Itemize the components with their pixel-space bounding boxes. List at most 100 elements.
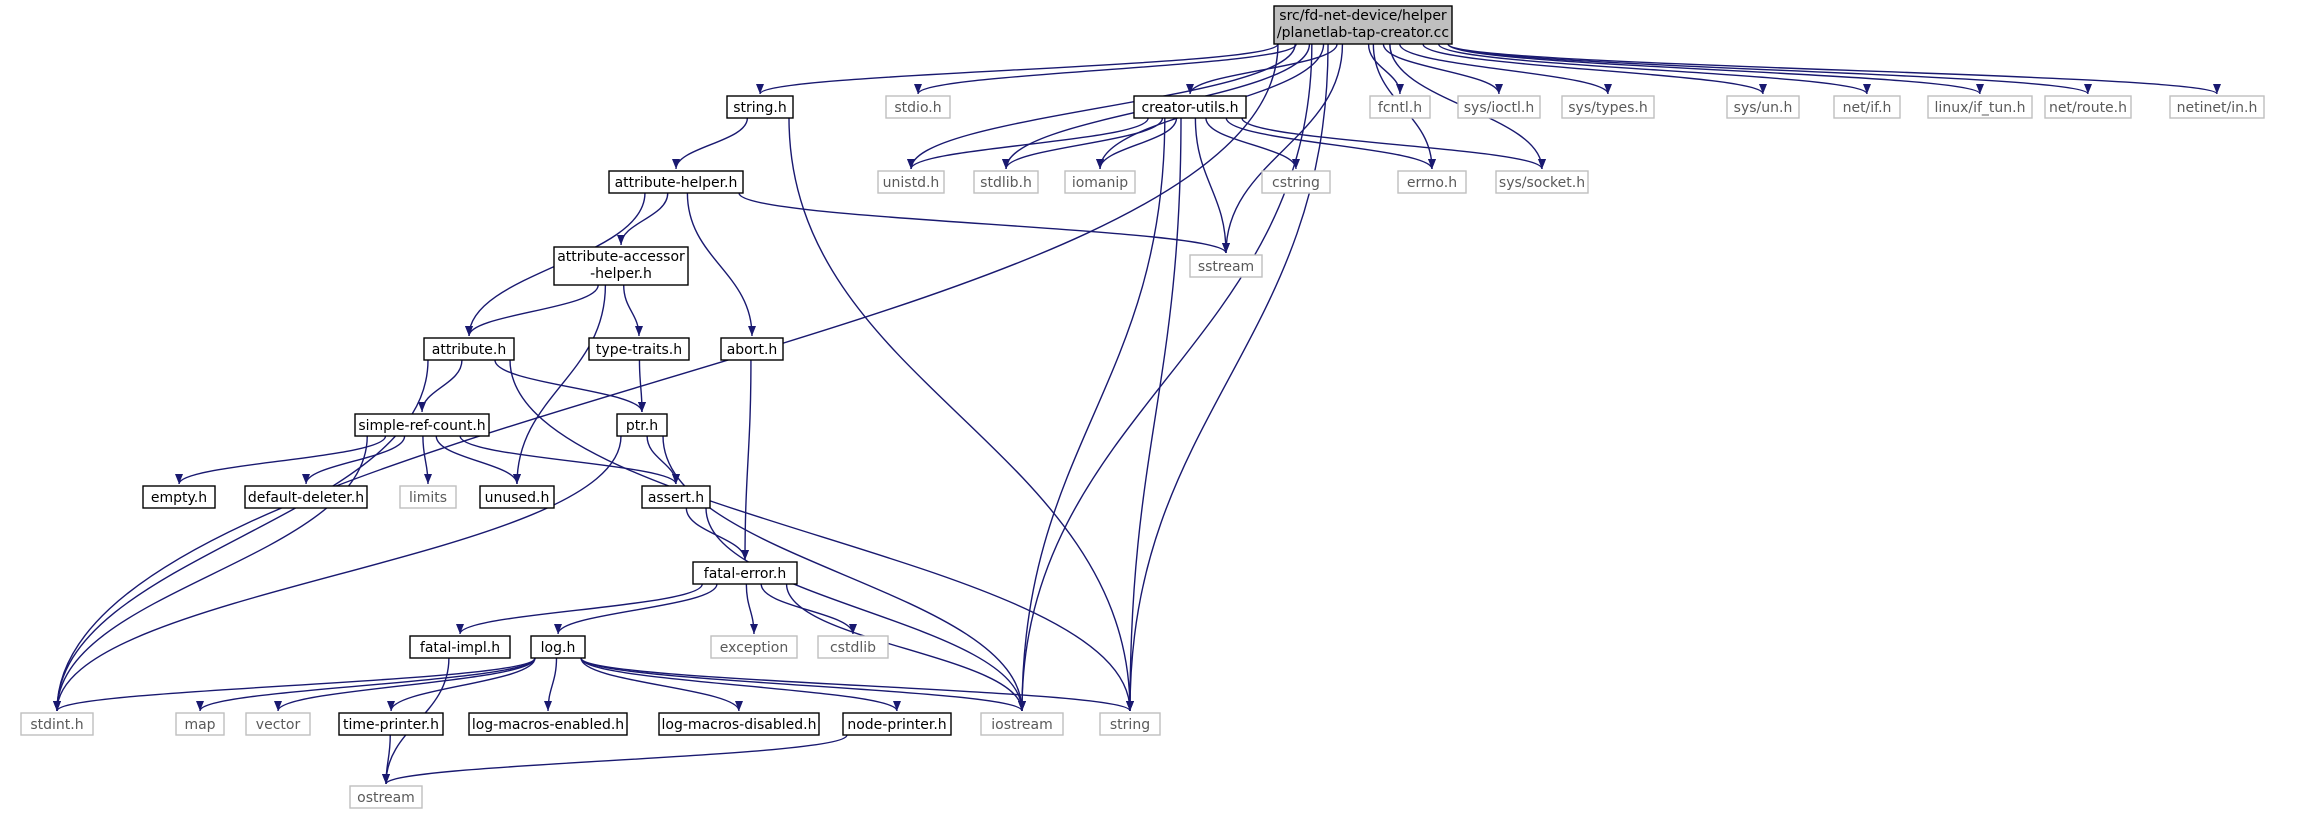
edge-creator-utils-h-to-string [1126,117,1182,712]
node-attribute-accessor-helper-h[interactable]: attribute-accessor-helper.h [553,246,689,286]
node-abort-h[interactable]: abort.h [720,337,784,361]
node-map: map [175,712,225,736]
edge-log-h-to-vector [274,657,536,712]
node-box [817,635,889,659]
node-label-line: -helper.h [590,266,652,282]
node-fatal-impl-h[interactable]: fatal-impl.h [409,635,511,659]
edge-line [53,43,1279,712]
node-sys-ioctl-h: sys/ioctl.h [1457,95,1541,119]
node-fcntl-h: fcntl.h [1369,95,1431,119]
node-log-h[interactable]: log.h [530,635,586,659]
edge-time-printer-h-to-ostream [382,734,391,785]
node-ptr-h[interactable]: ptr.h [616,413,668,437]
edge-creator-utils-h-to-sys-socket-h [1241,117,1546,170]
node-label: netinet/in.h [2177,100,2258,116]
edge-line [435,435,521,485]
edge-line [513,284,607,485]
edge-string-h-to-string [788,117,1134,712]
edge-line [580,657,1134,712]
node-sys-types-h: sys/types.h [1561,95,1655,119]
edge-root-to-sys-types-h [1399,43,1612,95]
edge-line [745,583,758,635]
node-label-line: attribute-accessor [557,249,685,265]
node-root[interactable]: src/fd-net-device/helper/planetlab-tap-c… [1273,5,1453,45]
edge-root-to-sys-un-h [1422,43,1767,95]
edge-root-to-netinet-in-h [1447,43,2221,95]
node-box [658,712,820,736]
edge-line [274,657,536,712]
node-label: unused.h [485,490,550,506]
edge-log-h-to-log-macros-disabled-h [580,657,743,712]
edge-creator-utils-h-to-iostream [1018,117,1166,712]
edge-line [1422,43,1767,95]
node-assert-h[interactable]: assert.h [641,485,711,509]
node-default-deleter-h[interactable]: default-deleter.h [244,485,368,509]
node-box [553,246,689,286]
edge-creator-utils-h-to-errno-h [1225,117,1436,170]
node-label: cstdlib [830,640,876,656]
node-log-macros-disabled-h[interactable]: log-macros-disabled.h [658,712,820,736]
edge-line [456,583,703,635]
node-box [1064,170,1136,194]
node-label: iostream [991,717,1053,733]
node-fatal-error-h[interactable]: fatal-error.h [692,561,798,585]
node-label: linux/if_tun.h [1935,100,2026,116]
node-box [1561,95,1655,119]
edge-line [53,359,429,712]
edge-attribute-h-to-stdint-h [53,359,429,712]
edge-line [422,435,432,485]
node-label: assert.h [648,490,704,506]
edge-line [788,117,1134,712]
edge-log-h-to-node-printer-h [580,657,901,712]
node-box [1726,95,1800,119]
node-node-printer-h[interactable]: node-printer.h [842,712,952,736]
node-label: abort.h [727,342,778,358]
node-netinet-in-h: netinet/in.h [2169,95,2265,119]
edge-line [672,117,749,170]
node-log-macros-enabled-h[interactable]: log-macros-enabled.h [468,712,628,736]
node-label: type-traits.h [596,342,682,358]
edge-line [617,192,669,246]
node-box [877,170,945,194]
node-net-route-h: net/route.h [2044,95,2132,119]
edge-line [1399,43,1612,95]
node-attribute-helper-h[interactable]: attribute-helper.h [608,170,744,194]
node-box [423,337,515,361]
node-empty-h[interactable]: empty.h [142,485,216,509]
node-time-printer-h[interactable]: time-printer.h [338,712,444,736]
edge-line [302,435,406,485]
edge-fatal-error-h-to-exception [745,583,758,635]
edge-line [914,43,1297,95]
edge-line [580,657,743,712]
nodes-layer: src/fd-net-device/helper/planetlab-tap-c… [20,5,2265,809]
edge-line [509,359,1134,712]
edge-root-to-string [1126,43,1329,712]
node-unused-h[interactable]: unused.h [479,485,555,509]
node-label: vector [256,717,301,733]
edge-line [1096,117,1178,170]
edge-line [554,583,718,635]
edge-simple-ref-count-h-to-unused-h [435,435,521,485]
node-creator-utils-h[interactable]: creator-utils.h [1133,95,1247,119]
node-box [399,485,457,509]
edge-ptr-h-to-assert-h [646,435,680,485]
node-box [409,635,511,659]
edge-line [686,192,756,337]
node-stdlib-h: stdlib.h [973,170,1039,194]
node-simple-ref-count-h[interactable]: simple-ref-count.h [354,413,490,437]
node-string-h[interactable]: string.h [726,95,794,119]
node-box [692,561,798,585]
node-attribute-h[interactable]: attribute.h [423,337,515,361]
edge-line [1002,117,1164,170]
edge-line [1437,43,1871,95]
edge-root-to-net-if-h [1437,43,1871,95]
edge-line [738,192,1230,254]
node-box [244,485,368,509]
node-box [142,485,216,509]
node-label: node-printer.h [847,717,946,733]
edge-line [1382,43,1503,95]
edge-creator-utils-h-to-iomanip [1096,117,1178,170]
node-box [1099,712,1161,736]
node-type-traits-h[interactable]: type-traits.h [588,337,690,361]
